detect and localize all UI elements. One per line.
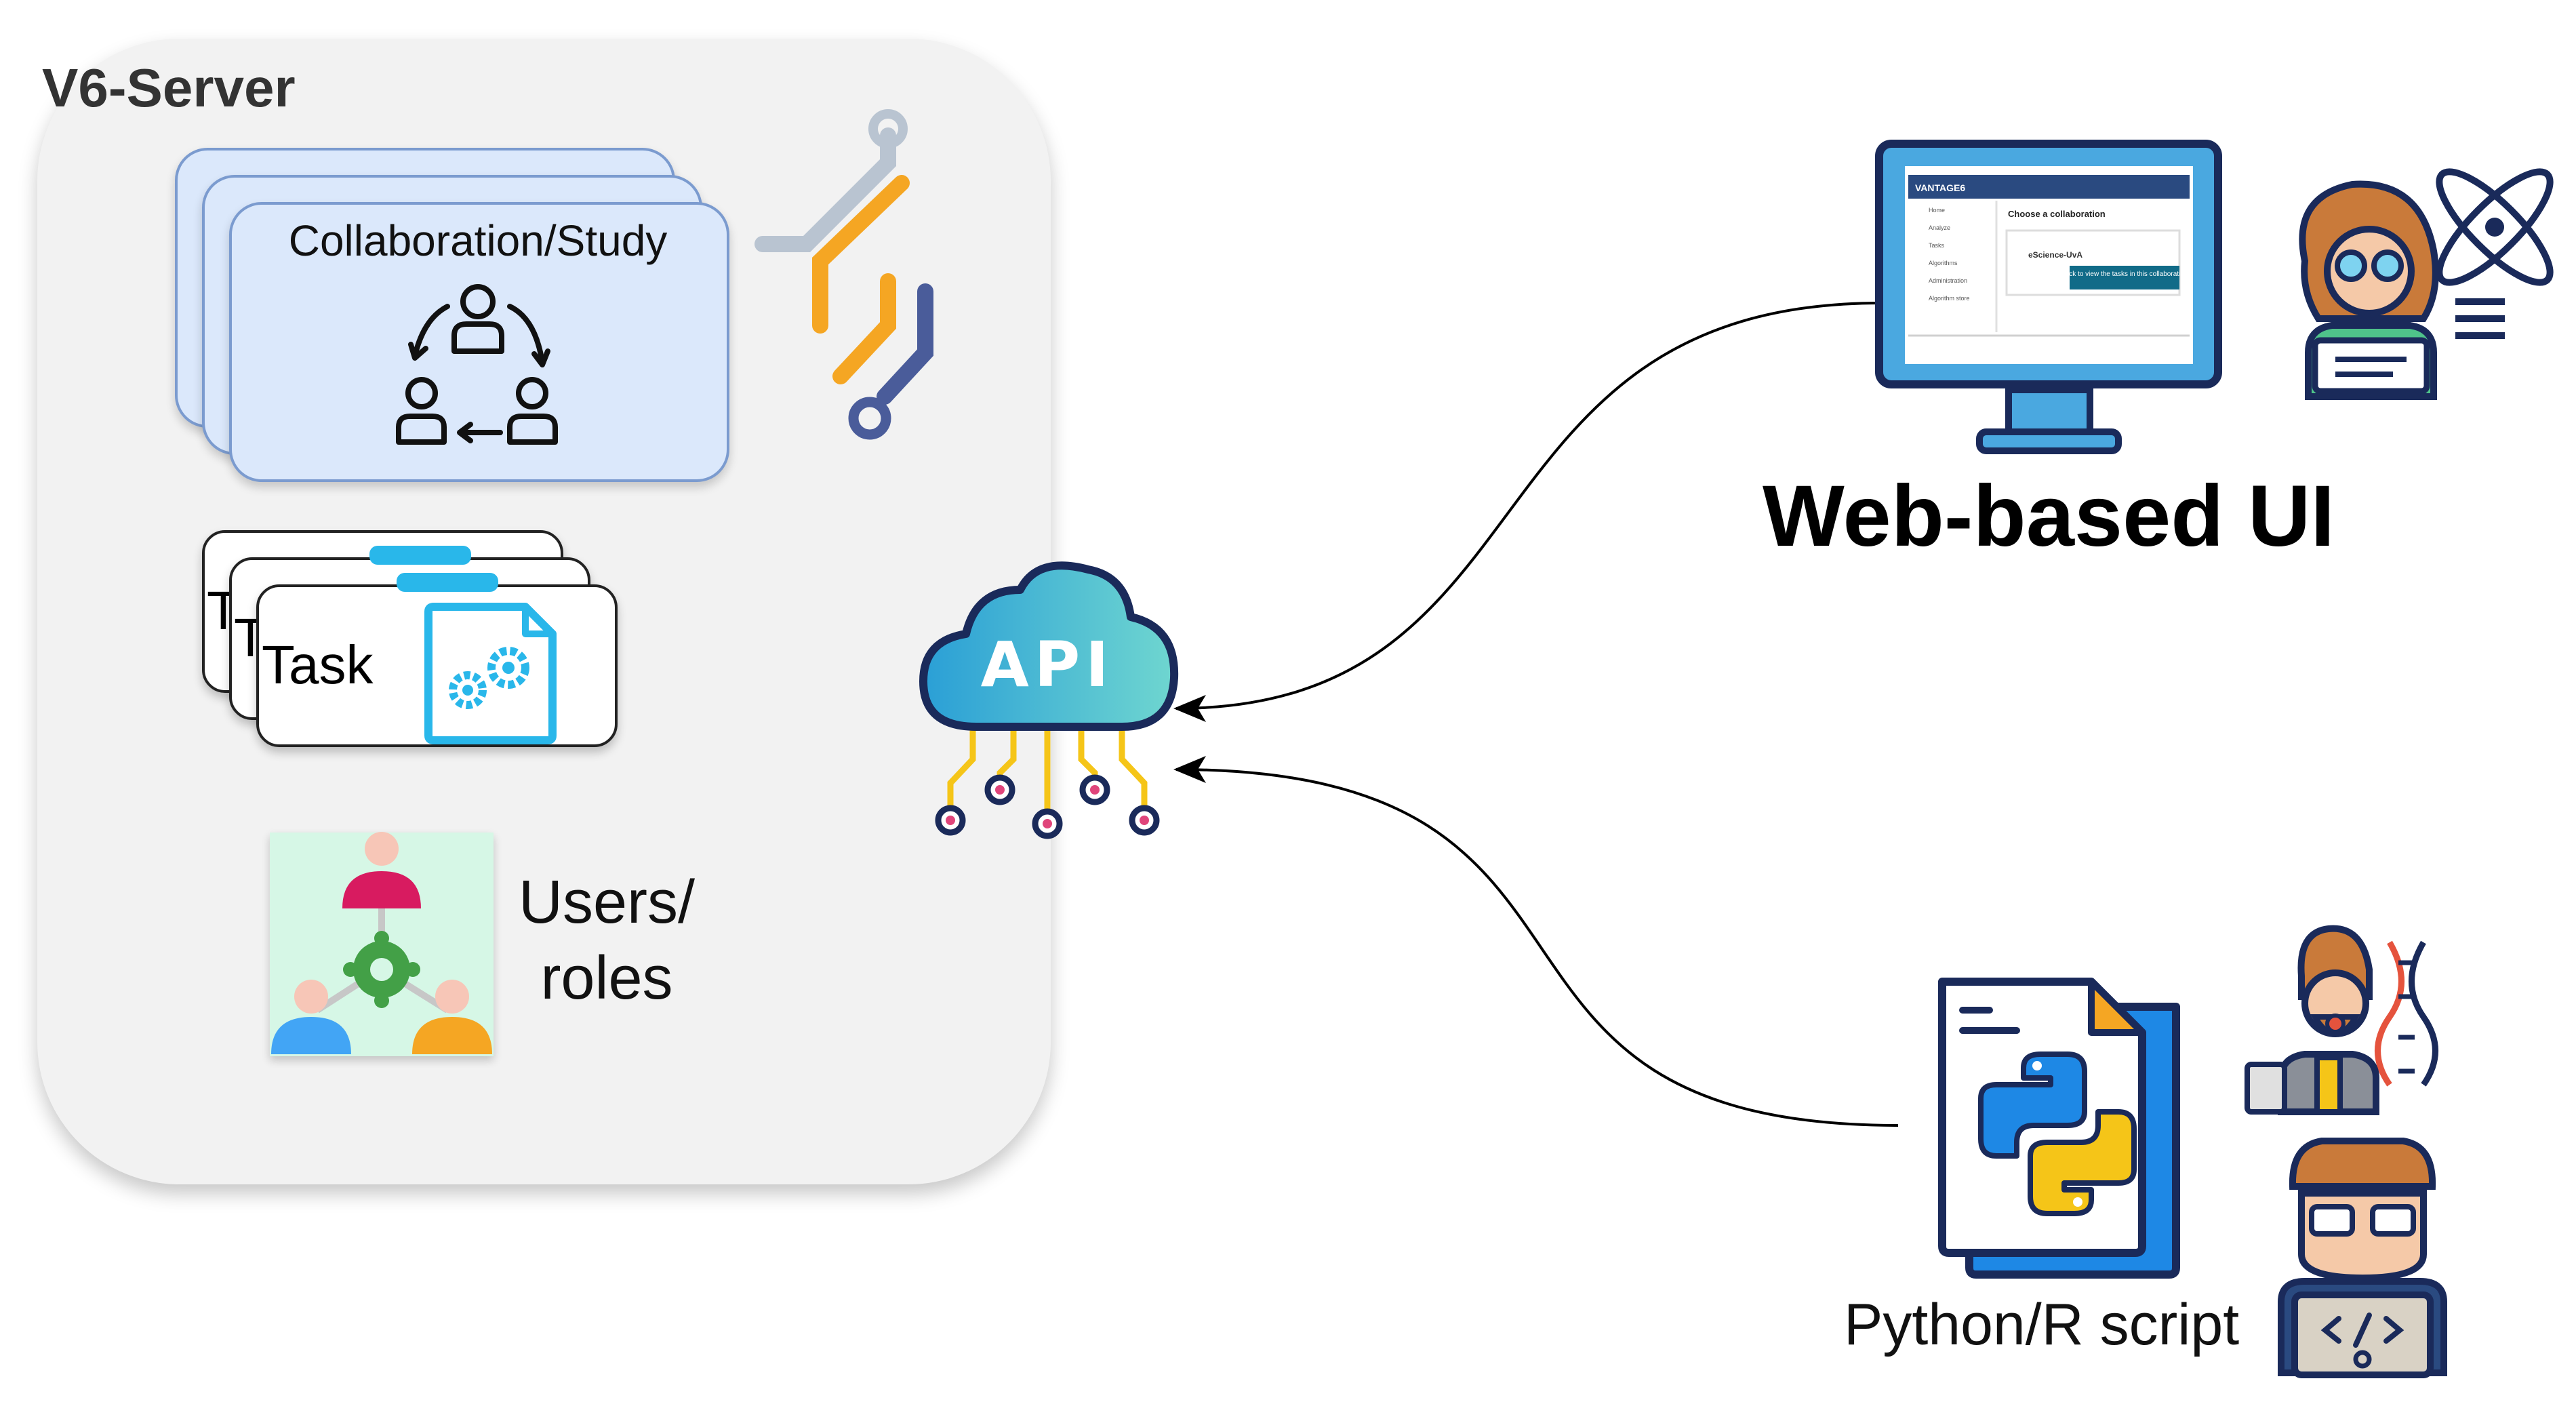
web-ui-label: Web-based UI [1763, 468, 2335, 565]
collaboration-card [229, 202, 729, 482]
screen-nav-item: Analyze [1929, 224, 1950, 231]
screen-tooltip: Click to view the tasks in this collabor… [2061, 271, 2188, 278]
vantage6-logo-icon [754, 109, 933, 440]
screen-nav-item: Tasks [1929, 242, 1945, 249]
arrow-script-to-api [1173, 756, 1899, 1127]
screen-brand: VANTAGE6 [1915, 182, 1965, 193]
api-label: API [981, 628, 1114, 701]
users-roles-label: Users/ roles [505, 864, 708, 1016]
users-roles-label-line2: roles [540, 944, 673, 1012]
screen-nav-item: Home [1929, 207, 1945, 214]
researcher-icon [2245, 925, 2438, 1115]
screen-card-label: eScience-UvA [2028, 250, 2082, 260]
collaboration-cycle-icon [396, 284, 558, 445]
task-card-label: Task [262, 635, 374, 695]
api-cloud-icon: API [919, 561, 1179, 839]
screen-nav-item: Administration [1929, 277, 1967, 284]
task-icon-back-1 [397, 573, 498, 592]
screen-nav-item: Algorithms [1929, 260, 1958, 266]
python-file-icon [1938, 978, 2180, 1279]
server-title: V6-Server [42, 58, 296, 118]
task-icon-back-2 [369, 546, 471, 565]
monitor-icon: VANTAGE6 Home Analyze Tasks Algorithms A… [1875, 140, 2222, 454]
programmer-icon [2278, 1138, 2447, 1378]
users-roles-icon [271, 832, 492, 1054]
task-settings-icon [424, 603, 557, 744]
arrow-web-to-api [1173, 302, 1882, 722]
script-label: Python/R script [1844, 1292, 2240, 1357]
collaboration-label: Collaboration/Study [288, 216, 668, 265]
screen-nav-item: Algorithm store [1929, 295, 1970, 302]
users-roles-label-line1: Users/ [518, 868, 696, 936]
scientist-icon [2299, 168, 2554, 400]
screen-heading: Choose a collaboration [2008, 209, 2106, 219]
